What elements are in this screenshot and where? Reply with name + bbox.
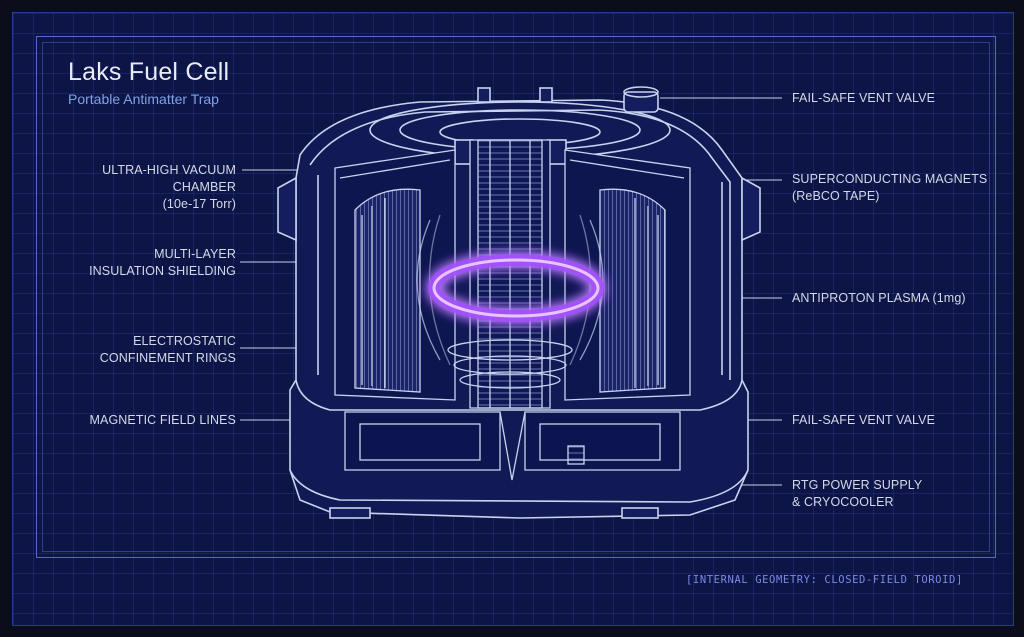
inner-border bbox=[36, 36, 996, 558]
label-vent-valve-bottom: FAIL-SAFE VENT VALVE bbox=[792, 413, 936, 427]
diagram-subtitle: Portable Antimatter Trap bbox=[68, 91, 219, 107]
antiproton-plasma-torus bbox=[428, 254, 604, 322]
cutaway-interior bbox=[334, 139, 691, 481]
label-superconducting-magnets: SUPERCONDUCTING MAGNETS (ReBCO TAPE) bbox=[792, 172, 988, 203]
label-vent-valve-top: FAIL-SAFE VENT VALVE bbox=[792, 91, 936, 105]
diagram-title: Laks Fuel Cell bbox=[68, 58, 230, 86]
label-rtg-power-supply: RTG POWER SUPPLY & CRYOCOOLER bbox=[792, 478, 923, 509]
footer-geometry-caption: [INTERNAL GEOMETRY: CLOSED-FIELD TOROID] bbox=[686, 574, 963, 586]
inner-border-secondary bbox=[42, 42, 990, 552]
label-vacuum-chamber: ULTRA-HIGH VACUUM CHAMBER (10e-17 Torr) bbox=[102, 163, 236, 211]
label-insulation-shielding: MULTI-LAYER INSULATION SHIELDING bbox=[89, 247, 236, 278]
label-magnetic-field-lines: MAGNETIC FIELD LINES bbox=[89, 413, 236, 427]
label-confinement-rings: ELECTROSTATIC CONFINEMENT RINGS bbox=[99, 334, 236, 365]
label-antiproton-plasma: ANTIPROTON PLASMA (1mg) bbox=[792, 291, 966, 305]
